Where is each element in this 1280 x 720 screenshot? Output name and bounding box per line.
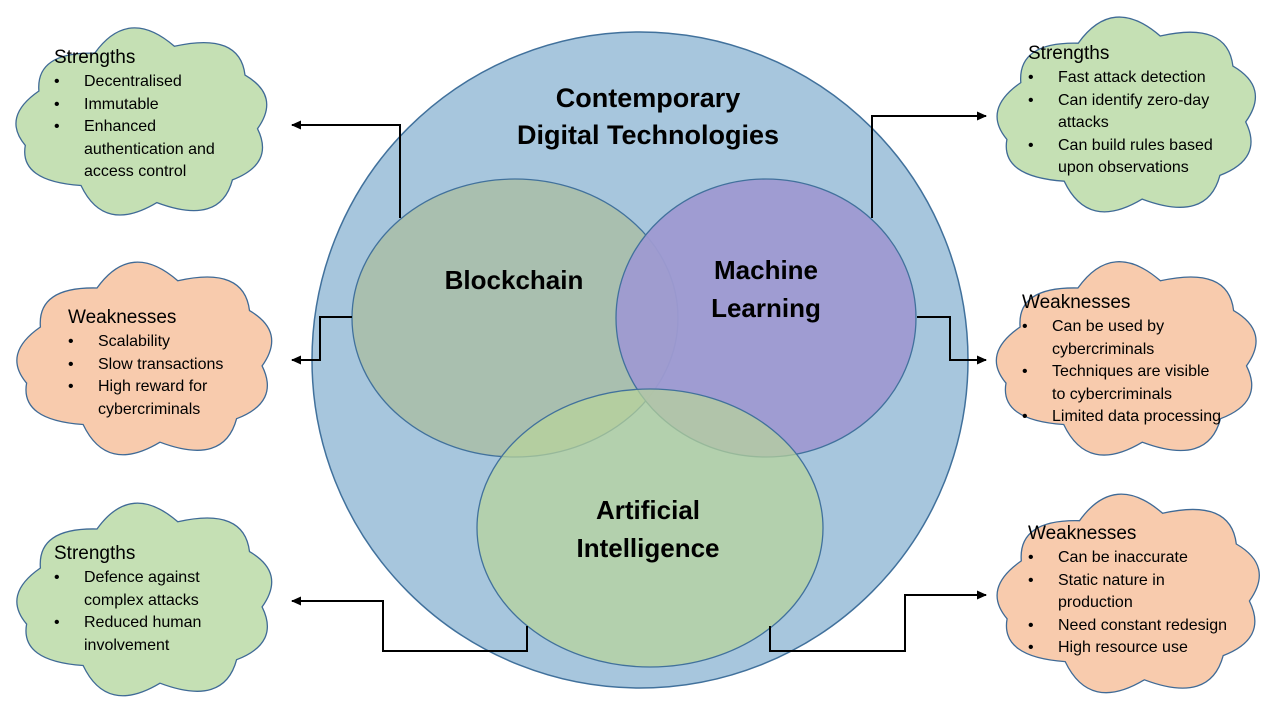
blockchain-strengths-box: StrengthsDecentralisedImmutableEnhanced a… — [54, 46, 254, 184]
bullet-item: Slow transactions — [68, 354, 258, 377]
bullet-item-line: Enhanced — [84, 118, 157, 135]
machine-learning-label-line: Learning — [711, 293, 821, 323]
bullet-item: Techniques are visible to cybercriminals — [1022, 361, 1247, 406]
box-heading: Strengths — [1028, 43, 1110, 64]
bullet-item: Can build rules based upon observations — [1028, 135, 1243, 180]
bullet-item-line: Immutable — [84, 95, 159, 113]
bullet-item: Can be inaccurate — [1028, 547, 1253, 570]
machine-learning-label-line: Machine — [713, 255, 819, 285]
connector-ai-weaknesses — [769, 590, 987, 652]
bullet-item-line: complex attacks — [84, 591, 199, 609]
connector-ml-strengths — [871, 111, 987, 218]
bullet-item: Decentralised — [54, 71, 254, 94]
bullet-item-line: Reduced human — [84, 614, 202, 631]
bullet-list: Can be used by cybercriminalsTechniques a… — [1022, 316, 1247, 429]
box-heading: Weaknesses — [68, 307, 177, 328]
bullet-item-line: cybercriminals — [98, 400, 201, 418]
bullet-item-line: access control — [84, 163, 187, 180]
bullet-item-line: Slow transactions — [98, 355, 224, 373]
bullet-item-line: Can be used by — [1052, 318, 1165, 335]
bullet-item-line: Techniques are visible — [1052, 363, 1210, 380]
ai-label-line: Intelligence — [576, 533, 720, 563]
bullet-item: Fast attack detection — [1028, 67, 1243, 90]
bullet-item-line: involvement — [84, 636, 170, 654]
ml-strengths-box: StrengthsFast attack detectionCan identi… — [1028, 42, 1243, 180]
bullet-item-line: to cybercriminals — [1052, 385, 1173, 403]
bullet-item-line: Limited data processing — [1052, 408, 1221, 425]
bullet-item-line: Can build rules based — [1058, 136, 1213, 154]
box-heading: Weaknesses — [1022, 292, 1131, 313]
bullet-item-line: High resource use — [1058, 639, 1188, 656]
bullet-item-line: cybercriminals — [1052, 340, 1155, 358]
box-heading: Strengths — [54, 543, 136, 564]
bullet-list: Fast attack detectionCan identify zero-d… — [1028, 67, 1243, 180]
bullet-item: Reduced human involvement — [54, 612, 254, 657]
box-heading: Strengths — [54, 47, 136, 68]
ml-weaknesses-box: WeaknessesCan be used by cybercriminalsTe… — [1022, 291, 1247, 429]
bullet-item: Need constant redesign — [1028, 615, 1253, 638]
title-line: Digital Technologies — [516, 120, 780, 150]
box-heading: Weaknesses — [1028, 523, 1137, 544]
bullet-item: High resource use — [1028, 637, 1253, 660]
connector-ml-weaknesses — [917, 316, 987, 365]
bullet-item-line: Defence against — [84, 569, 200, 586]
bullet-list: Can be inaccurateStatic nature in product… — [1028, 547, 1253, 660]
ai-ellipse — [476, 388, 824, 668]
bullet-item: High reward for cybercriminals — [68, 376, 258, 421]
bullet-item-line: upon observations — [1058, 159, 1189, 176]
bullet-item: Static nature in production — [1028, 570, 1253, 615]
blockchain-label-line: Blockchain — [444, 265, 584, 295]
machine-learning-label: Machine Learning — [666, 251, 866, 327]
ai-label-line: Artificial — [595, 495, 701, 525]
ai-label: Artificial Intelligence — [548, 491, 748, 567]
ai-strengths-box: StrengthsDefence against complex attacksR… — [54, 542, 254, 657]
bullet-item: Enhanced authentication and access control — [54, 116, 254, 184]
ai-weaknesses-box: WeaknessesCan be inaccurateStatic nature… — [1028, 522, 1253, 660]
connector-blockchain-weaknesses — [291, 316, 352, 365]
bullet-item: Can identify zero-day attacks — [1028, 90, 1243, 135]
diagram-title: Contemporary Digital Technologies — [478, 80, 818, 154]
bullet-item-line: High reward for — [98, 378, 208, 395]
connector-blockchain-strengths — [291, 120, 401, 218]
bullet-item: Immutable — [54, 94, 254, 117]
bullet-list: DecentralisedImmutableEnhanced authentica… — [54, 71, 254, 184]
bullet-item-line: Static nature in — [1058, 571, 1165, 589]
bullet-item-line: production — [1058, 594, 1133, 611]
bullet-item-line: Need constant redesign — [1058, 616, 1227, 634]
blockchain-weaknesses-box: WeaknessesScalabilitySlow transactionsHi… — [68, 306, 258, 421]
bullet-list: ScalabilitySlow transactionsHigh reward … — [68, 331, 258, 421]
bullet-item: Defence against complex attacks — [54, 567, 254, 612]
bullet-item-line: Fast attack detection — [1058, 69, 1206, 86]
bullet-item: Scalability — [68, 331, 258, 354]
bullet-item-line: authentication and — [84, 140, 215, 158]
blockchain-label: Blockchain — [414, 261, 614, 299]
bullet-item-line: Can be inaccurate — [1058, 549, 1188, 566]
bullet-item-line: Decentralised — [84, 73, 182, 90]
bullet-item-line: Can identify zero-day — [1058, 91, 1210, 109]
bullet-item: Limited data processing — [1022, 406, 1247, 429]
bullet-list: Defence against complex attacksReduced hu… — [54, 567, 254, 657]
bullet-item: Can be used by cybercriminals — [1022, 316, 1247, 361]
title-line: Contemporary — [555, 83, 741, 113]
bullet-item-line: Scalability — [98, 333, 171, 350]
bullet-item-line: attacks — [1058, 114, 1109, 131]
connector-ai-strengths — [291, 596, 528, 652]
